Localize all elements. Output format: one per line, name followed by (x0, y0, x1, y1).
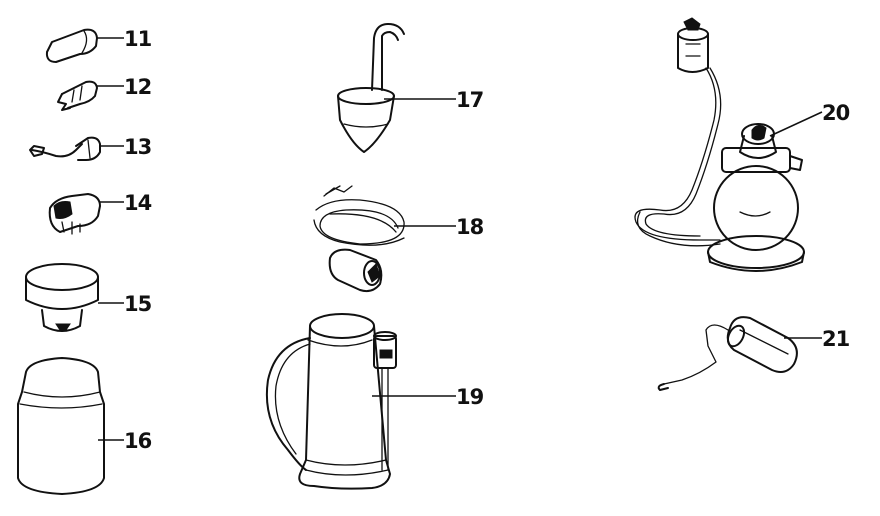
callout-label-11: 11 (124, 27, 152, 51)
part-14-nozzle: 14 (48, 191, 153, 235)
callout-label-14: 14 (124, 191, 152, 215)
part-16-jar: 16 (17, 357, 153, 495)
callout-label-12: 12 (124, 75, 151, 99)
part-19-cylinder: 19 (265, 313, 485, 490)
callout-label-15: 15 (124, 292, 152, 316)
part-18-hose-coil: 18 (313, 185, 485, 293)
part-17-funnel: 17 (337, 23, 484, 153)
callout-label-17: 17 (456, 88, 483, 112)
part-12-connector: 12 (57, 75, 152, 111)
part-11-tip: 11 (45, 27, 153, 63)
part-13-tube-fitting: 13 (29, 135, 152, 161)
callout-label-21: 21 (822, 327, 850, 351)
part-20-pressure-tank: 20 (634, 17, 851, 272)
part-15-lid: 15 (25, 263, 153, 332)
callout-label-19: 19 (456, 385, 484, 409)
callout-label-18: 18 (456, 215, 484, 239)
callout-label-13: 13 (124, 135, 151, 159)
part-21-roller: 21 (657, 316, 851, 391)
callout-label-16: 16 (124, 429, 152, 453)
callout-label-20: 20 (822, 101, 850, 125)
